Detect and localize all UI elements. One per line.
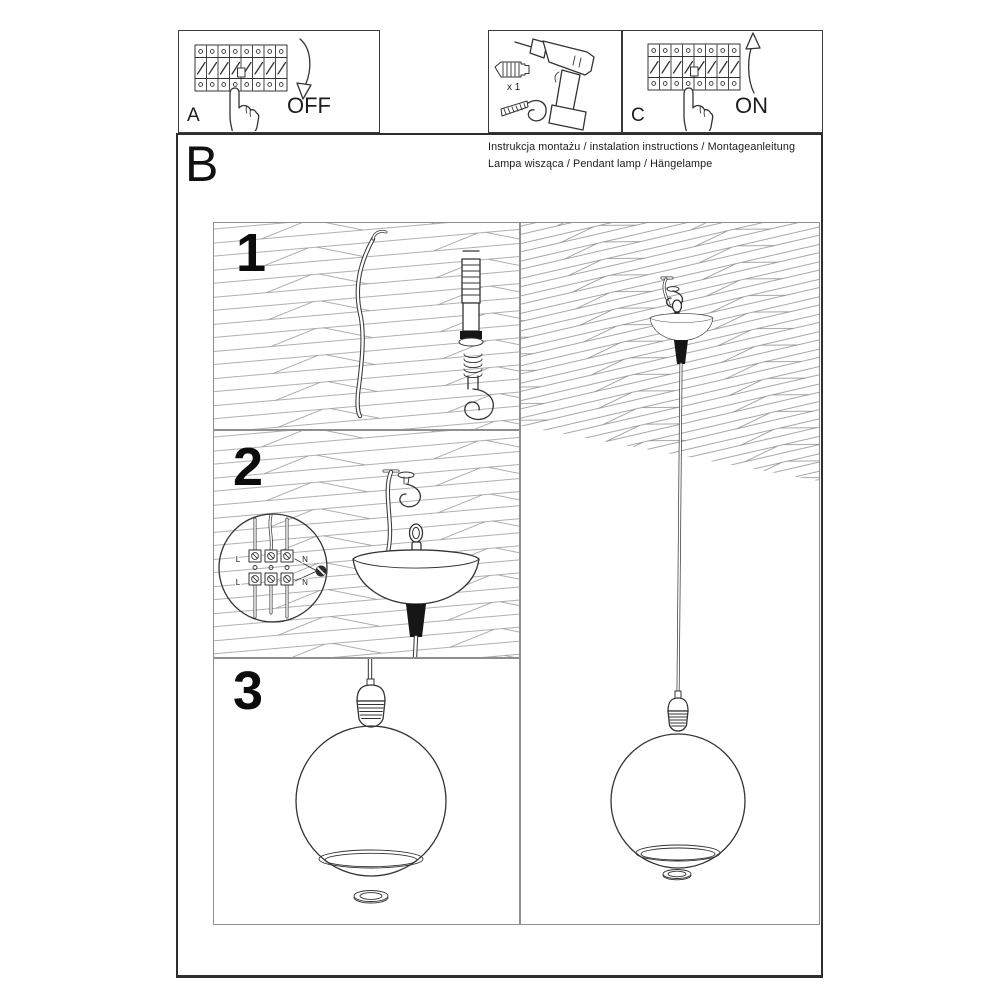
step1-number: 1 (236, 223, 267, 283)
power-cable-icon (660, 276, 674, 307)
magnifier-circle (218, 513, 328, 623)
terminal-block-icon (248, 549, 294, 586)
ceiling-planks (214, 431, 519, 657)
neutral-label-top: N (302, 555, 308, 564)
assembled-lamp-panel (520, 222, 820, 925)
retainer-ring-icon (353, 890, 389, 904)
cord-grip-icon (674, 340, 688, 364)
ceiling-hook-icon (397, 471, 422, 508)
lamp-cord-icon (412, 634, 419, 657)
instructions-header: Instrukcja montażu / instalation instruc… (488, 139, 795, 172)
plug-quantity-label: x 1 (507, 82, 521, 93)
glass-sphere-icon (610, 733, 746, 869)
breaker-off-box: OFF A (178, 30, 380, 133)
breaker-on-box: ON C (622, 30, 823, 133)
live-label-bottom: L (236, 578, 241, 587)
section-b-frame (176, 133, 823, 978)
screw-pointer (294, 558, 327, 582)
on-label: ON (735, 93, 768, 118)
retainer-ring-icon (662, 869, 692, 881)
section-b-label: B (185, 136, 219, 192)
lamp-cord-icon (676, 362, 683, 700)
circuit-breaker-icon (194, 44, 288, 92)
pointing-hand-icon (683, 87, 714, 131)
box-a-label: A (187, 105, 200, 126)
wall-plug-icon (494, 61, 530, 78)
sphere-opening-rim (318, 849, 424, 869)
hook-screw-icon (500, 99, 547, 122)
lamp-socket-icon (356, 678, 386, 728)
cord-grip-icon (406, 604, 426, 637)
drill-icon (514, 38, 595, 131)
terminal-wires (253, 513, 289, 619)
box-c-label: C (631, 105, 645, 126)
tools-box: x 1 (488, 30, 622, 133)
power-cable-icon (355, 229, 388, 419)
step3-panel (213, 658, 520, 925)
glass-sphere-icon (295, 725, 447, 877)
lamp-socket-icon (667, 690, 689, 732)
step2-number: 2 (233, 437, 264, 497)
step3-number: 3 (233, 661, 264, 721)
neutral-label-bottom: N (302, 578, 308, 587)
off-label: OFF (287, 93, 331, 118)
header-line-2: Lampa wisząca / Pendant lamp / Hängelamp… (488, 157, 713, 170)
wiring-inset: L N L N (218, 513, 328, 623)
ceiling-planks (521, 223, 819, 481)
circuit-breaker-icon (647, 43, 741, 91)
arrow-up-icon (745, 32, 761, 94)
sphere-opening-rim (635, 844, 721, 862)
pointing-hand-icon (229, 87, 260, 131)
header-line-1: Instrukcja montażu / instalation instruc… (488, 141, 796, 153)
live-label-top: L (236, 555, 241, 564)
step1-panel (213, 222, 520, 430)
wall-anchor-icon (458, 250, 484, 347)
ceiling-hook-icon (463, 353, 494, 421)
arrow-down-icon (296, 38, 312, 100)
step2-panel: L N L N (213, 430, 520, 658)
